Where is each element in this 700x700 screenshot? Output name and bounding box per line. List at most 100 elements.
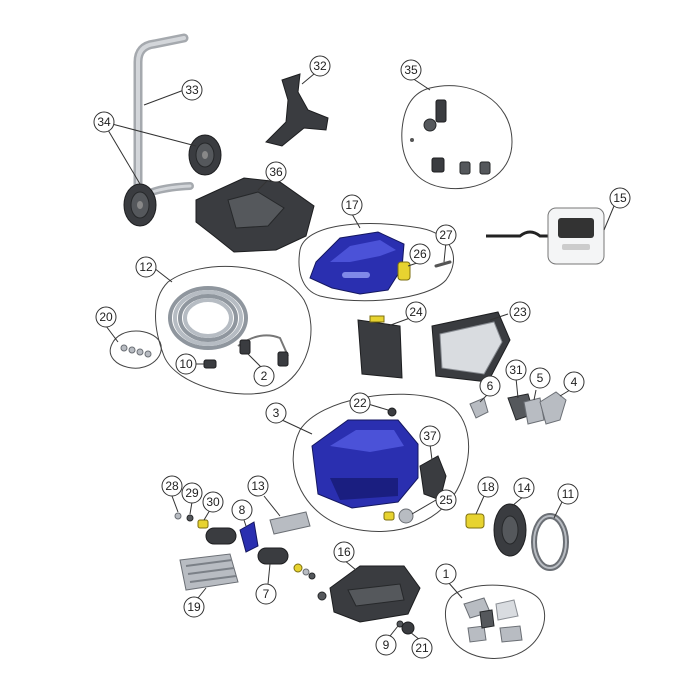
callout-label-28: 28 xyxy=(165,479,179,493)
top-cover-part xyxy=(309,231,405,295)
callout-29: 29 xyxy=(181,482,203,504)
filter-frame-part xyxy=(357,315,403,379)
caddy-base-detail xyxy=(227,191,285,229)
parts-kit-1 xyxy=(463,597,523,643)
callout-9: 9 xyxy=(375,634,397,656)
side-wheel-part-37 xyxy=(419,455,447,501)
group-outline-20 xyxy=(109,330,162,369)
callout-label-8: 8 xyxy=(239,503,246,517)
washer-part-29 xyxy=(186,514,194,522)
callout-15: 15 xyxy=(609,187,631,209)
callout-1: 1 xyxy=(435,563,457,585)
callout-label-4: 4 xyxy=(571,375,578,389)
callout-10: 10 xyxy=(175,353,197,375)
callout-27: 27 xyxy=(435,224,457,246)
pivot-part-8 xyxy=(239,521,259,553)
caddy-handle-part xyxy=(133,33,194,205)
callout-label-2: 2 xyxy=(261,369,268,383)
roller-part-7 xyxy=(257,547,289,565)
bracket-part xyxy=(265,73,329,147)
callout-4: 4 xyxy=(563,371,585,393)
callout-label-12: 12 xyxy=(139,260,153,274)
group-outline-1 xyxy=(444,584,546,659)
callout-label-13: 13 xyxy=(251,479,265,493)
callout-3: 3 xyxy=(265,402,287,424)
callout-33: 33 xyxy=(181,79,203,101)
callout-21: 21 xyxy=(411,637,433,659)
callout-label-6: 6 xyxy=(487,379,494,393)
callout-label-26: 26 xyxy=(413,247,427,261)
callout-label-33: 33 xyxy=(185,83,199,97)
callout-label-25: 25 xyxy=(439,493,453,507)
callout-7: 7 xyxy=(255,583,277,605)
callout-label-16: 16 xyxy=(337,545,351,559)
callout-8: 8 xyxy=(231,499,253,521)
callout-label-21: 21 xyxy=(415,641,429,655)
cable-coil-part xyxy=(168,286,289,357)
callout-label-36: 36 xyxy=(269,165,283,179)
callout-label-27: 27 xyxy=(439,228,453,242)
brush-part-19 xyxy=(179,553,239,591)
filter-basket-part xyxy=(431,311,511,383)
group-outline-3 xyxy=(292,393,470,532)
motor-part-4 xyxy=(539,391,567,425)
callout-17: 17 xyxy=(341,194,363,216)
callout-37: 37 xyxy=(419,425,441,447)
callout-16: 16 xyxy=(333,541,355,563)
callout-26: 26 xyxy=(409,243,431,265)
screw-part-22 xyxy=(387,407,397,417)
callout-14: 14 xyxy=(513,477,535,499)
callout-19: 19 xyxy=(183,596,205,618)
callout-28: 28 xyxy=(161,475,183,497)
group-outline-35 xyxy=(401,85,513,190)
main-body-part xyxy=(311,419,419,509)
callout-label-32: 32 xyxy=(313,59,327,73)
callout-13: 13 xyxy=(247,475,269,497)
tire-part-11 xyxy=(531,513,569,571)
callout-12: 12 xyxy=(135,256,157,278)
callout-label-22: 22 xyxy=(353,396,367,410)
callout-label-23: 23 xyxy=(513,305,527,319)
callout-32: 32 xyxy=(309,55,331,77)
callout-label-20: 20 xyxy=(99,310,113,324)
group-outline-17 xyxy=(298,223,454,302)
roller-part-upper xyxy=(205,527,237,545)
callout-label-14: 14 xyxy=(517,481,531,495)
callout-label-10: 10 xyxy=(179,357,193,371)
callout-31: 31 xyxy=(505,359,527,381)
caddy-wheel-part xyxy=(123,134,222,227)
callout-25: 25 xyxy=(435,489,457,511)
connector-part-10 xyxy=(203,359,217,369)
callout-label-29: 29 xyxy=(185,486,199,500)
callout-20: 20 xyxy=(95,306,117,328)
bottom-base-part xyxy=(317,565,421,623)
callout-label-5: 5 xyxy=(537,371,544,385)
bracket-part-13 xyxy=(269,511,311,535)
bushing-part-30 xyxy=(197,519,209,529)
callout-label-1: 1 xyxy=(443,567,450,581)
callout-label-7: 7 xyxy=(263,587,270,601)
clip-part-6 xyxy=(469,397,489,419)
callout-18: 18 xyxy=(477,476,499,498)
callout-30: 30 xyxy=(202,491,224,513)
callout-label-24: 24 xyxy=(409,305,423,319)
callout-24: 24 xyxy=(405,301,427,323)
callout-2: 2 xyxy=(253,365,275,387)
callout-label-30: 30 xyxy=(206,495,220,509)
callout-23: 23 xyxy=(509,301,531,323)
cap-part-21 xyxy=(401,621,415,635)
callout-5: 5 xyxy=(529,367,551,389)
callout-22: 22 xyxy=(349,392,371,414)
callout-label-9: 9 xyxy=(383,638,390,652)
callout-label-19: 19 xyxy=(187,600,201,614)
power-supply-part xyxy=(486,207,605,265)
callout-label-31: 31 xyxy=(509,363,523,377)
callout-34: 34 xyxy=(93,111,115,133)
callout-label-34: 34 xyxy=(97,115,111,129)
callout-36: 36 xyxy=(265,161,287,183)
callout-label-18: 18 xyxy=(481,480,495,494)
bushing-part-18 xyxy=(465,513,485,529)
callout-label-3: 3 xyxy=(273,406,280,420)
pin-part-27 xyxy=(434,260,452,268)
